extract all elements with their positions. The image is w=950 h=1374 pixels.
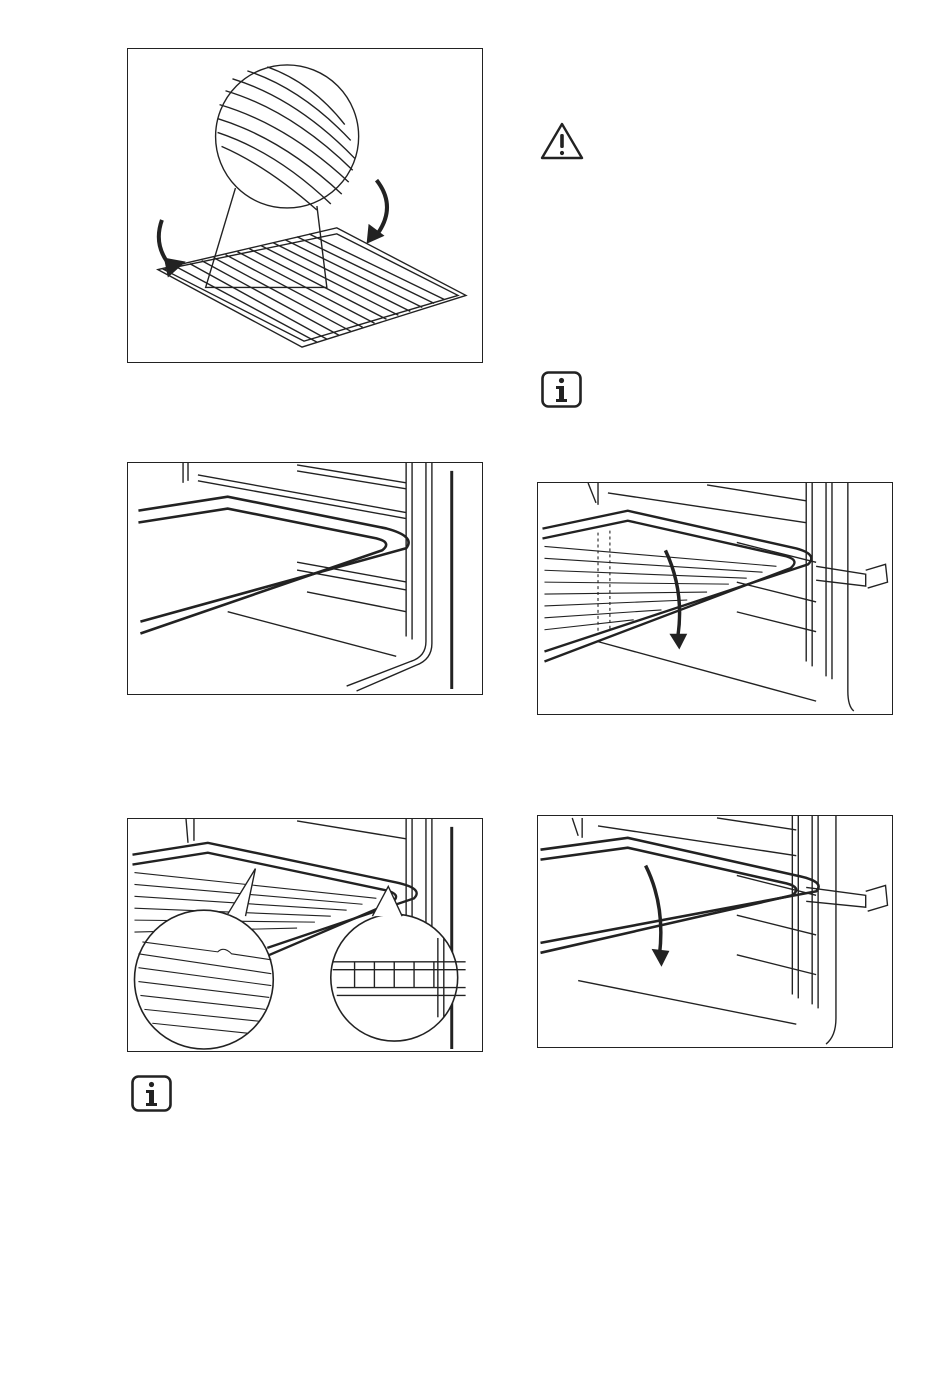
tray-insert-illustration: [128, 463, 482, 694]
fig-tray-insert: [127, 462, 483, 695]
wire-shelf-insert-illustration: [128, 819, 482, 1051]
telescopic-tray-illustration: [538, 816, 892, 1047]
fig-telescopic-tray: [537, 815, 893, 1048]
grill-on-tray-illustration: [128, 49, 482, 362]
info-icon: [541, 371, 582, 408]
telescopic-wire-shelf-illustration: [538, 483, 892, 714]
info-icon: [131, 1075, 172, 1112]
fig-grill-on-tray: [127, 48, 483, 363]
fig-telescopic-wire-shelf: [537, 482, 893, 715]
warning-triangle-icon: [540, 122, 584, 160]
fig-wire-shelf-insert-detail: [127, 818, 483, 1052]
